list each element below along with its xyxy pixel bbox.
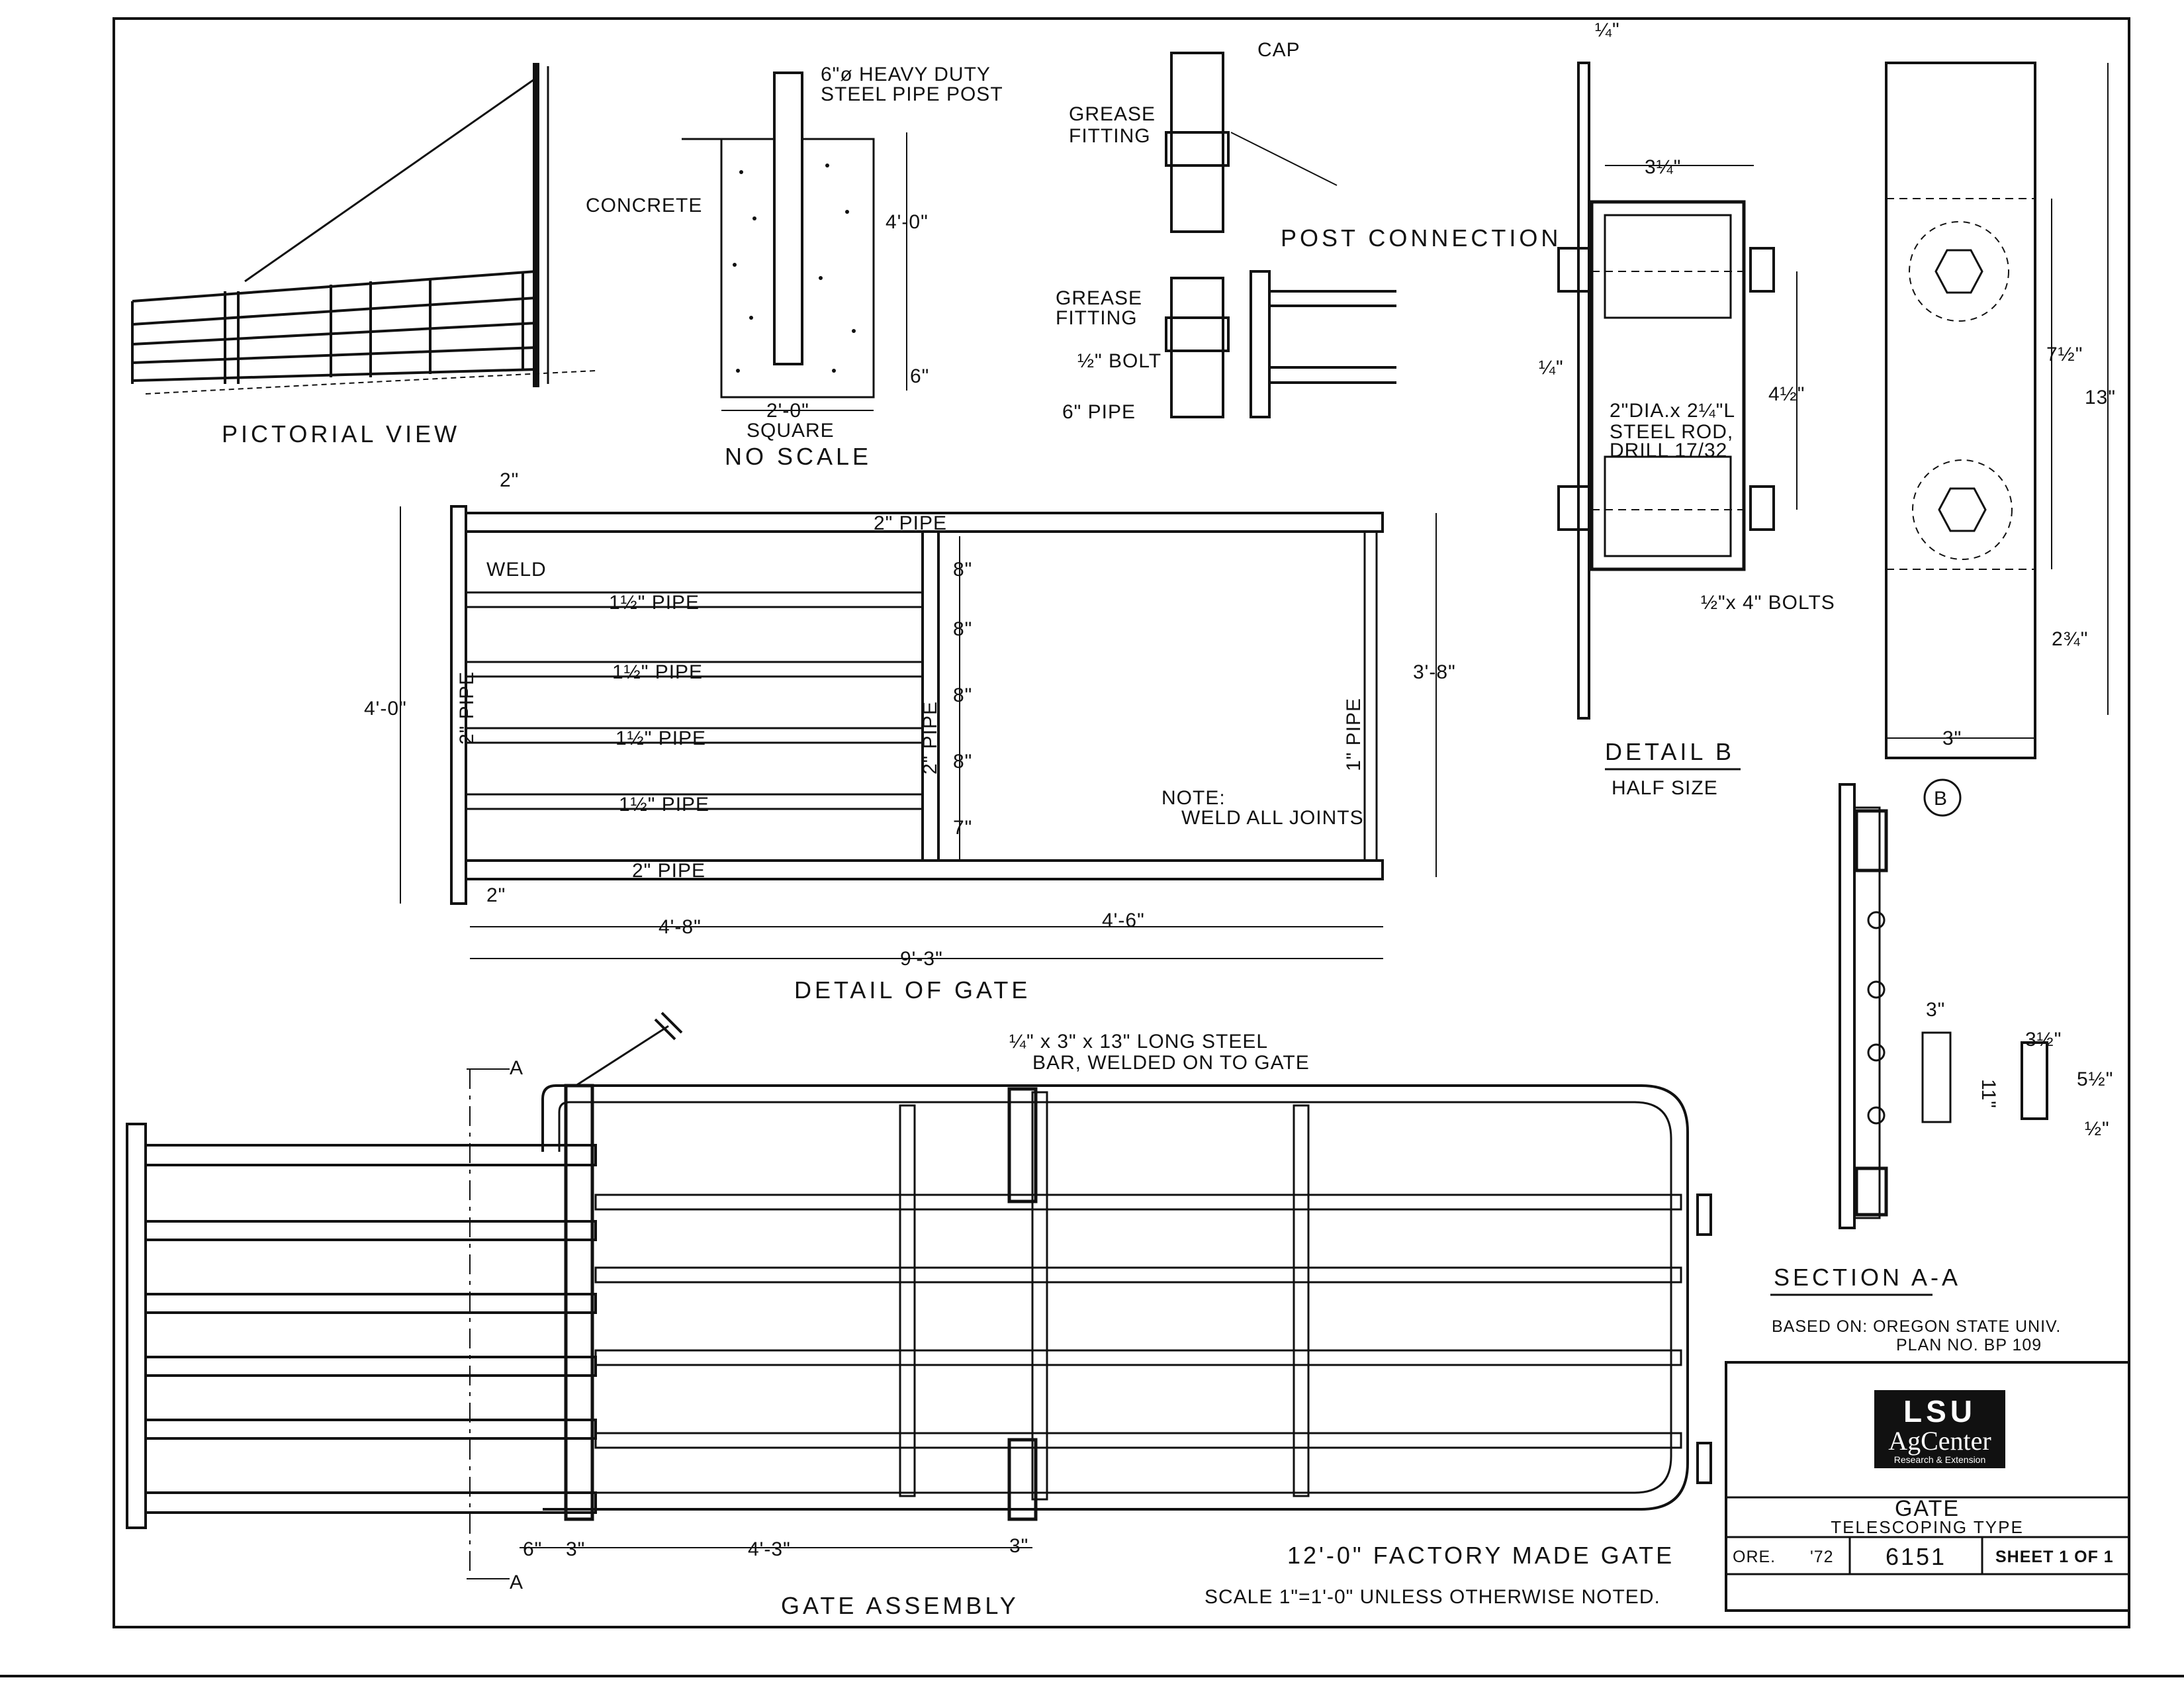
assembly-dim-3b: 3" xyxy=(1009,1535,1028,1557)
pictorial-view-title: PICTORIAL VIEW xyxy=(222,420,460,447)
footing-width: 2'-0" xyxy=(766,400,809,422)
gate-rail-4: 1½" PIPE xyxy=(619,794,709,816)
footing-no-scale: NO SCALE xyxy=(725,443,872,470)
steel-rod-label-2: STEEL ROD, xyxy=(1610,421,1733,443)
detail-b-title: DETAIL B xyxy=(1605,738,1735,765)
steel-rod-label-3: DRILL 17/32 xyxy=(1610,440,1727,461)
post-connection-view: CAP GREASE FITTING POST CONNECTION GREAS… xyxy=(1056,39,1561,423)
based-on-line-2: PLAN NO. BP 109 xyxy=(1896,1336,2042,1354)
assembly-dim-4-3: 4'-3" xyxy=(748,1538,791,1560)
gate-rail-2: 1½" PIPE xyxy=(612,661,703,683)
logo-mid: AgCenter xyxy=(1888,1426,1991,1456)
drawing-border xyxy=(113,17,2130,1628)
scale-note: SCALE 1"=1'-0" UNLESS OTHERWISE NOTED. xyxy=(1205,1586,1661,1608)
gate-len-total: 9'-3" xyxy=(900,948,943,970)
half-bolt-label: ½" BOLT xyxy=(1077,350,1161,372)
gate-bottom-pipe: 2" PIPE xyxy=(632,860,705,882)
gate-height: 4'-0" xyxy=(364,698,407,720)
steel-rod-label-1: 2"DIA.x 2¼"L xyxy=(1610,400,1735,422)
title-block-subtitle: TELESCOPING TYPE xyxy=(1831,1517,2024,1537)
grease-fitting-bottom-1: GREASE xyxy=(1056,287,1142,309)
title-block: LSU AgCenter Research & Extension GATE T… xyxy=(1725,1361,2130,1612)
gate-spacing-1: 8" xyxy=(953,559,972,581)
gate-note-1: NOTE: xyxy=(1161,787,1226,809)
steel-bar-label-2: BAR, WELDED ON TO GATE xyxy=(1032,1052,1310,1074)
gate-rail-3: 1½" PIPE xyxy=(615,727,706,749)
factory-gate-label: 12'-0" FACTORY MADE GATE xyxy=(1287,1542,1674,1569)
gate-note-2: WELD ALL JOINTS xyxy=(1181,807,1364,829)
based-on-line-1: BASED ON: OREGON STATE UNIV. xyxy=(1772,1317,2061,1336)
logo-top: LSU xyxy=(1903,1394,1976,1429)
section-dim-h: 11" xyxy=(1978,1079,1999,1109)
gate-right-pipe: 1" PIPE xyxy=(1343,698,1365,771)
section-dim-c: ½" xyxy=(2085,1118,2110,1140)
gate-inner-height: 3'-8" xyxy=(1413,661,1456,683)
grease-fitting-top-2: FITTING xyxy=(1069,125,1151,147)
gate-mid-pipe: 2" PIPE xyxy=(919,701,941,774)
gate-bottom-offset: 2" xyxy=(486,884,506,906)
title-block-origin: ORE. xyxy=(1733,1548,1776,1566)
section-mark-top: A xyxy=(510,1057,523,1079)
footing-square: SQUARE xyxy=(747,420,835,442)
gate-assembly-title: GATE ASSEMBLY xyxy=(781,1592,1019,1619)
cap-label: CAP xyxy=(1257,39,1300,61)
section-mark-bottom: A xyxy=(510,1571,523,1593)
plate-dim-2-75: 2¾" xyxy=(2052,628,2088,650)
section-dim-b: 5½" xyxy=(2077,1068,2113,1090)
assembly-dim-6: 6" xyxy=(523,1538,542,1560)
assembly-dim-3a: 3" xyxy=(566,1538,585,1560)
pictorial-view: PICTORIAL VIEW xyxy=(131,63,596,447)
gate-spacing-5: 7" xyxy=(953,817,972,839)
post-label-2: STEEL PIPE POST xyxy=(821,83,1003,105)
concrete-label: CONCRETE xyxy=(586,195,702,216)
section-aa-title: SECTION A-A xyxy=(1774,1264,1961,1291)
detail-b-callout: B xyxy=(1934,788,1948,810)
detail-of-gate-view: 2" 2" PIPE WELD 1½" PIPE 1½" PIPE 1½" PI… xyxy=(364,469,1456,1004)
bolts-label: ½"x 4" BOLTS xyxy=(1701,592,1835,614)
detail-b-spacing-dim: 4½" xyxy=(1768,383,1805,405)
detail-b-view: ¼" 3¼" ¼" 4½" 2"DIA.x 2¼"L STEEL ROD, DR… xyxy=(1539,19,2116,799)
plate-dim-7-5: 7½" xyxy=(2046,344,2083,365)
plate-width-dim: 3" xyxy=(1942,727,1962,749)
footing-bottom: 6" xyxy=(910,365,929,387)
gate-top-offset: 2" xyxy=(500,469,519,491)
post-label-1: 6"ø HEAVY DUTY xyxy=(821,64,991,85)
footing-depth: 4'-0" xyxy=(886,211,929,233)
detail-b-width-dim: 3¼" xyxy=(1645,156,1681,178)
title-block-sheet: SHEET 1 OF 1 xyxy=(1995,1548,2114,1566)
gate-len-left: 4'-8" xyxy=(659,916,702,938)
gate-weld: WELD xyxy=(486,559,547,581)
section-dim-w: 3" xyxy=(1926,999,1945,1021)
title-block-title: GATE xyxy=(1895,1496,1960,1521)
gate-spacing-4: 8" xyxy=(953,751,972,773)
section-aa-view: B 3" 11" 3½" 5½" ½" SECTION A-A BASED ON… xyxy=(1770,778,2113,1354)
logo-bottom: Research & Extension xyxy=(1894,1454,1986,1465)
title-block-number: 6151 xyxy=(1886,1543,1946,1570)
gate-left-pipe: 2" PIPE xyxy=(456,671,478,745)
gate-spacing-3: 8" xyxy=(953,684,972,706)
gate-spacing-2: 8" xyxy=(953,618,972,640)
steel-bar-label-1: ¼" x 3" x 13" LONG STEEL xyxy=(1009,1031,1268,1053)
gate-top-pipe: 2" PIPE xyxy=(874,512,947,534)
detail-of-gate-title: DETAIL OF GATE xyxy=(794,976,1030,1004)
detail-b-top-dim: ¼" xyxy=(1595,19,1620,41)
detail-b-left-dim: ¼" xyxy=(1539,357,1564,379)
section-dim-a: 3½" xyxy=(2025,1029,2062,1051)
gate-rail-1: 1½" PIPE xyxy=(609,592,700,614)
six-inch-pipe-label: 6" PIPE xyxy=(1062,401,1136,423)
grease-fitting-top-1: GREASE xyxy=(1069,103,1156,125)
gate-assembly-view: A A ¼" x 3" x 13" LONG STEEL BAR, WELDED… xyxy=(126,1011,1712,1619)
post-connection-title: POST CONNECTION xyxy=(1281,224,1561,252)
title-block-year: '72 xyxy=(1810,1548,1834,1566)
grease-fitting-bottom-2: FITTING xyxy=(1056,307,1138,329)
lsu-agcenter-logo: LSU AgCenter Research & Extension xyxy=(1874,1390,2005,1468)
post-footing-view: 6"ø HEAVY DUTY STEEL PIPE POST CONCRETE … xyxy=(586,64,1003,470)
plate-dim-13: 13" xyxy=(2085,387,2116,408)
gate-len-right: 4'-6" xyxy=(1102,910,1145,931)
detail-b-subtitle: HALF SIZE xyxy=(1612,777,1718,799)
